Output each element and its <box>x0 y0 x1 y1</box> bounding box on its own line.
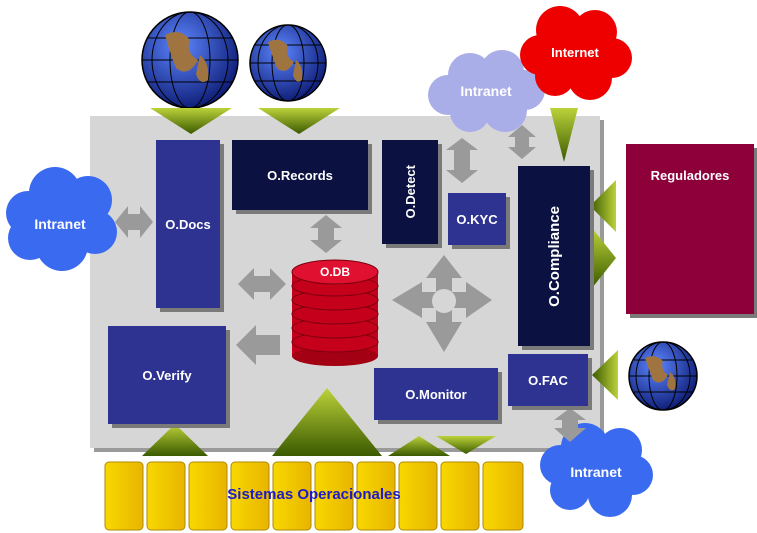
node-o-detect: O.Detect <box>382 140 438 244</box>
globe-icon <box>628 341 698 411</box>
arrow-down-globe1 <box>150 108 232 134</box>
cloud-internet: Internet <box>551 44 599 60</box>
db-label: O.DB <box>320 265 350 279</box>
arrow-up-monitor <box>388 436 450 456</box>
arrow-left-reguladores1 <box>590 180 616 232</box>
node-o-fac: O.FAC <box>508 354 588 406</box>
node-o-compliance: O.Compliance <box>518 166 590 346</box>
node-o-monitor: O.Monitor <box>374 368 498 420</box>
arrow-down-globe2 <box>258 108 340 134</box>
cross-center <box>432 289 456 313</box>
node-o-docs: O.Docs <box>156 140 220 308</box>
arrow-up-verify <box>142 424 208 456</box>
sistemas-blocks <box>104 461 524 531</box>
cloud-icon <box>428 50 545 132</box>
cloud-icon <box>520 6 632 100</box>
cloud-intranet-left: Intranet <box>34 216 86 232</box>
database-icon <box>291 259 379 366</box>
cloud-intranet-bottom: Intranet <box>570 464 622 480</box>
node-reguladores: Reguladores <box>626 144 754 314</box>
sistemas-operacionales-label: Sistemas Operacionales <box>227 486 401 503</box>
node-o-records: O.Records <box>232 140 368 210</box>
globe-icon <box>249 24 327 102</box>
node-o-verify: O.Verify <box>108 326 226 424</box>
arrow-right-reguladores2 <box>592 228 616 288</box>
arrow-left-globe3 <box>592 350 618 400</box>
arrow-down-right <box>436 436 496 454</box>
cloud-intranet-top: Intranet <box>460 83 512 99</box>
cloud-icon <box>540 423 653 517</box>
cloud-icon <box>6 167 117 271</box>
arrow-up-center <box>272 388 382 456</box>
node-o-kyc: O.KYC <box>448 193 506 245</box>
globe-icon <box>141 11 239 109</box>
arrow-down-internet <box>550 108 578 162</box>
